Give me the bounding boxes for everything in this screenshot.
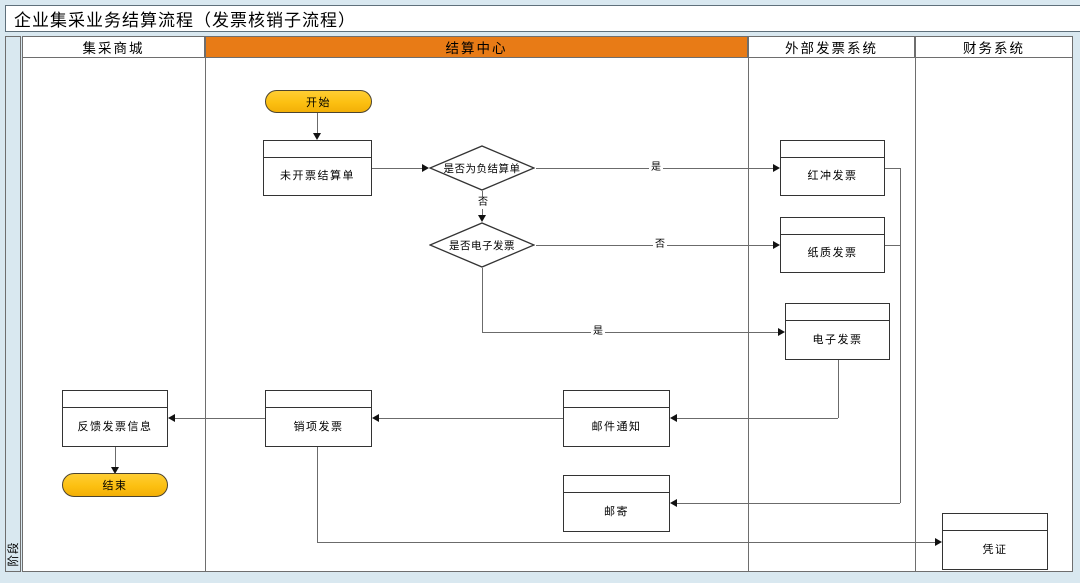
- edge-segment: [900, 168, 901, 503]
- lane-divider: [748, 36, 749, 572]
- node-label: 邮件通知: [591, 419, 642, 433]
- edge-label-no: 否: [476, 197, 490, 209]
- edge-segment: [174, 418, 265, 419]
- node-end-terminal: 结束: [62, 473, 168, 497]
- node-header-band: [564, 391, 669, 408]
- node-label: 开始: [306, 95, 331, 109]
- edge-segment: [676, 503, 900, 504]
- node-header-band: [266, 391, 371, 408]
- phase-strip: [5, 36, 21, 572]
- edge-segment: [885, 245, 900, 246]
- edge-segment: [482, 268, 483, 332]
- node-decision-is-electronic-invoice: 是否电子发票: [428, 222, 536, 268]
- diagram-title-text: 企业集采业务结算流程（发票核销子流程）: [14, 11, 356, 31]
- node-header-band: [781, 218, 884, 235]
- diagram-title: 企业集采业务结算流程（发票核销子流程）: [5, 5, 1080, 32]
- arrowhead-left: [372, 414, 379, 422]
- node-label: 销项发票: [293, 419, 344, 433]
- node-label: 凭证: [982, 542, 1008, 556]
- edge-segment: [115, 447, 116, 469]
- node-label: 反馈发票信息: [77, 419, 153, 433]
- edge-label-no: 否: [653, 239, 667, 251]
- edge-segment: [372, 168, 423, 169]
- arrowhead-down: [111, 467, 119, 474]
- node-label: 结束: [102, 479, 128, 492]
- node-start-terminal: 开始: [265, 90, 372, 113]
- arrowhead-left: [670, 414, 677, 422]
- node-label: 未开票结算单: [280, 169, 355, 182]
- node-mail: 邮寄: [563, 475, 670, 532]
- edge-segment: [317, 447, 318, 542]
- node-label: 纸质发票: [807, 246, 858, 259]
- node-voucher: 凭证: [942, 513, 1048, 570]
- arrowhead-left: [168, 414, 175, 422]
- lane-header-settlement-center: 结算中心: [205, 36, 748, 58]
- node-email-notify: 邮件通知: [563, 390, 670, 447]
- node-uninvoiced-statement: 未开票结算单: [263, 140, 372, 196]
- lane-header-finance-system: 财务系统: [915, 36, 1073, 58]
- node-header-band: [781, 141, 884, 158]
- node-label: 邮寄: [604, 504, 629, 518]
- node-header-band: [63, 391, 167, 408]
- node-header-band: [264, 141, 371, 158]
- node-label: 是否电子发票: [449, 239, 515, 252]
- edge-segment: [482, 332, 778, 333]
- node-red-flush-invoice: 红冲发票: [780, 140, 885, 196]
- lane-header-external-invoice-system: 外部发票系统: [748, 36, 915, 58]
- lane-header-label: 结算中心: [445, 41, 508, 57]
- node-output-invoice: 销项发票: [265, 390, 372, 447]
- arrowhead-left: [670, 499, 677, 507]
- node-electronic-invoice: 电子发票: [785, 303, 890, 360]
- edge-label-yes: 是: [591, 326, 605, 338]
- lane-header-label: 集采商城: [82, 41, 145, 57]
- node-paper-invoice: 纸质发票: [780, 217, 885, 273]
- node-label: 是否为负结算单: [443, 162, 521, 175]
- lane-divider: [205, 36, 206, 572]
- edge-label-yes: 是: [649, 162, 663, 174]
- edge-segment: [317, 542, 936, 543]
- edge-segment: [378, 418, 563, 419]
- node-decision-is-negative-statement: 是否为负结算单: [428, 145, 536, 191]
- lane-header-procurement-mall: 集采商城: [22, 36, 205, 58]
- arrowhead-down: [313, 133, 321, 140]
- arrowhead-right: [778, 328, 785, 336]
- edge-segment: [838, 360, 839, 418]
- edge-segment: [317, 113, 318, 135]
- arrowhead-right: [422, 164, 429, 172]
- lane-divider: [915, 36, 916, 572]
- diamond-shape: [428, 222, 536, 268]
- lane-header-label: 外部发票系统: [785, 41, 878, 57]
- diamond-shape: [428, 145, 536, 191]
- edge-segment: [676, 418, 838, 419]
- phase-label: 阶段: [6, 541, 20, 567]
- arrowhead-right: [773, 241, 780, 249]
- node-header-band: [943, 514, 1047, 531]
- node-label: 红冲发票: [807, 169, 858, 182]
- node-feedback-invoice-info: 反馈发票信息: [62, 390, 168, 447]
- arrowhead-down: [478, 215, 486, 222]
- edge-segment: [885, 168, 900, 169]
- arrowhead-right: [773, 164, 780, 172]
- swimlane-body: [22, 36, 1073, 572]
- node-header-band: [786, 304, 889, 321]
- node-header-band: [564, 476, 669, 493]
- lane-header-label: 财务系统: [963, 41, 1025, 57]
- arrowhead-right: [935, 538, 942, 546]
- node-label: 电子发票: [812, 332, 863, 346]
